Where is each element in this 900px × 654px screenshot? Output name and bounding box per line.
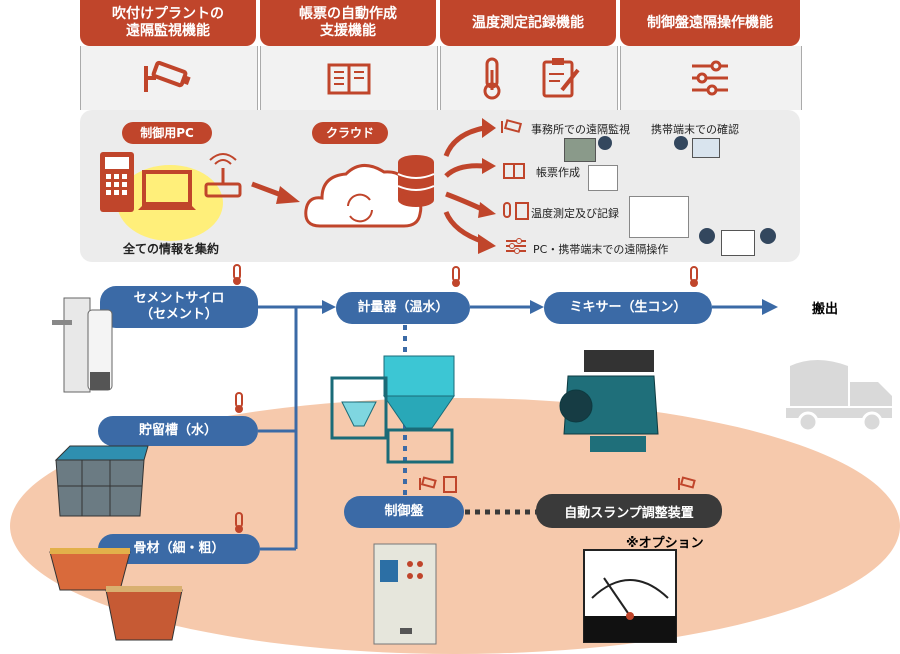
camera-icon xyxy=(419,476,437,490)
water-tank-node: 貯留槽（水） xyxy=(98,416,258,446)
report-document-image xyxy=(588,165,618,191)
feature-title-line1: 帳票の自動作成 xyxy=(299,6,397,22)
book-icon xyxy=(327,63,371,95)
camera-icon xyxy=(144,60,191,92)
output-temperature-record: 温度測定及び記録 xyxy=(531,207,619,220)
aggregate-node: 骨材（細・粗） xyxy=(98,534,260,564)
output-label: 搬出 xyxy=(812,302,839,317)
cement-silo-node: セメントサイロ （セメント） xyxy=(100,286,258,328)
feature-title: 制御盤遠隔操作機能 xyxy=(647,14,773,31)
control-screen-image xyxy=(721,230,755,256)
sliders-icon xyxy=(506,238,526,254)
sensor-pin-icon xyxy=(690,266,698,287)
camera-icon xyxy=(678,476,696,490)
feature-header-temperature: 温度測定記録機能 xyxy=(440,0,616,46)
clipboard-icon xyxy=(542,58,580,98)
feature-header-monitoring: 吹付けプラントの 遠隔監視機能 xyxy=(80,0,256,46)
sensor-pin-icon xyxy=(233,264,241,285)
output-report-creation: 帳票作成 xyxy=(536,166,580,179)
cement-silo-image xyxy=(52,297,113,393)
feature-header-report: 帳票の自動作成 支援機能 xyxy=(260,0,436,46)
book-icon xyxy=(503,163,525,179)
mixer-image xyxy=(559,350,659,452)
water-tank-image xyxy=(54,445,149,517)
aggregate-bins-image xyxy=(49,548,183,641)
feature-title: 温度測定記録機能 xyxy=(472,14,584,31)
output-remote-monitoring: 事務所での遠隔監視 xyxy=(531,123,630,136)
meter-node: 計量器（温水） xyxy=(336,292,470,324)
sensor-pin-icon xyxy=(235,392,243,413)
sliders-icon xyxy=(692,60,728,96)
feature-title-line2: 支援機能 xyxy=(320,23,376,39)
feature-icon-box xyxy=(440,46,618,110)
cloud-label: クラウド xyxy=(312,122,388,144)
slump-device-node: 自動スランプ調整装置 xyxy=(536,494,722,528)
temperature-graph-image xyxy=(629,196,689,238)
operator-avatar xyxy=(699,228,715,244)
clipboard-icon xyxy=(443,476,457,493)
arrow-pc-to-cloud xyxy=(251,181,300,204)
distribution-arrows xyxy=(443,118,496,254)
option-note: ※オプション xyxy=(626,536,704,551)
tablet-image xyxy=(692,138,720,158)
feature-header-remote-control: 制御盤遠隔操作機能 xyxy=(620,0,800,46)
camera-icon xyxy=(501,119,523,133)
output-mobile-check: 携帯端末での確認 xyxy=(651,123,739,136)
collect-caption: 全ての情報を集約 xyxy=(123,242,220,256)
cement-silo-sublabel: （セメント） xyxy=(140,307,218,322)
mixer-node: ミキサー（生コン） xyxy=(544,292,712,324)
cement-silo-label: セメントサイロ xyxy=(133,291,225,306)
office-monitor-image xyxy=(564,138,596,162)
sensor-pin-icon xyxy=(235,512,243,533)
control-panel-node: 制御盤 xyxy=(344,496,464,528)
control-cabinet-image xyxy=(373,543,437,645)
meter-equipment-image xyxy=(330,355,455,464)
thermometer-icon xyxy=(483,57,501,100)
sensor-pin-icon xyxy=(452,266,460,287)
operator-avatar xyxy=(674,136,688,150)
cloud-database-icon xyxy=(304,155,435,228)
feature-icon-box xyxy=(80,46,258,110)
feature-title-line2: 遠隔監視機能 xyxy=(126,23,210,39)
clipboard-icon xyxy=(503,202,529,220)
pc-label: 制御用PC xyxy=(122,122,212,144)
gauge-meter-image xyxy=(583,549,677,643)
operator-avatar xyxy=(598,136,612,150)
operator-avatar xyxy=(760,228,776,244)
output-remote-operation: PC・携帯端末での遠隔操作 xyxy=(533,243,669,256)
mixer-truck-icon xyxy=(786,360,892,433)
control-pc-icon xyxy=(100,152,242,212)
feature-title-line1: 吹付けプラントの xyxy=(112,6,224,22)
